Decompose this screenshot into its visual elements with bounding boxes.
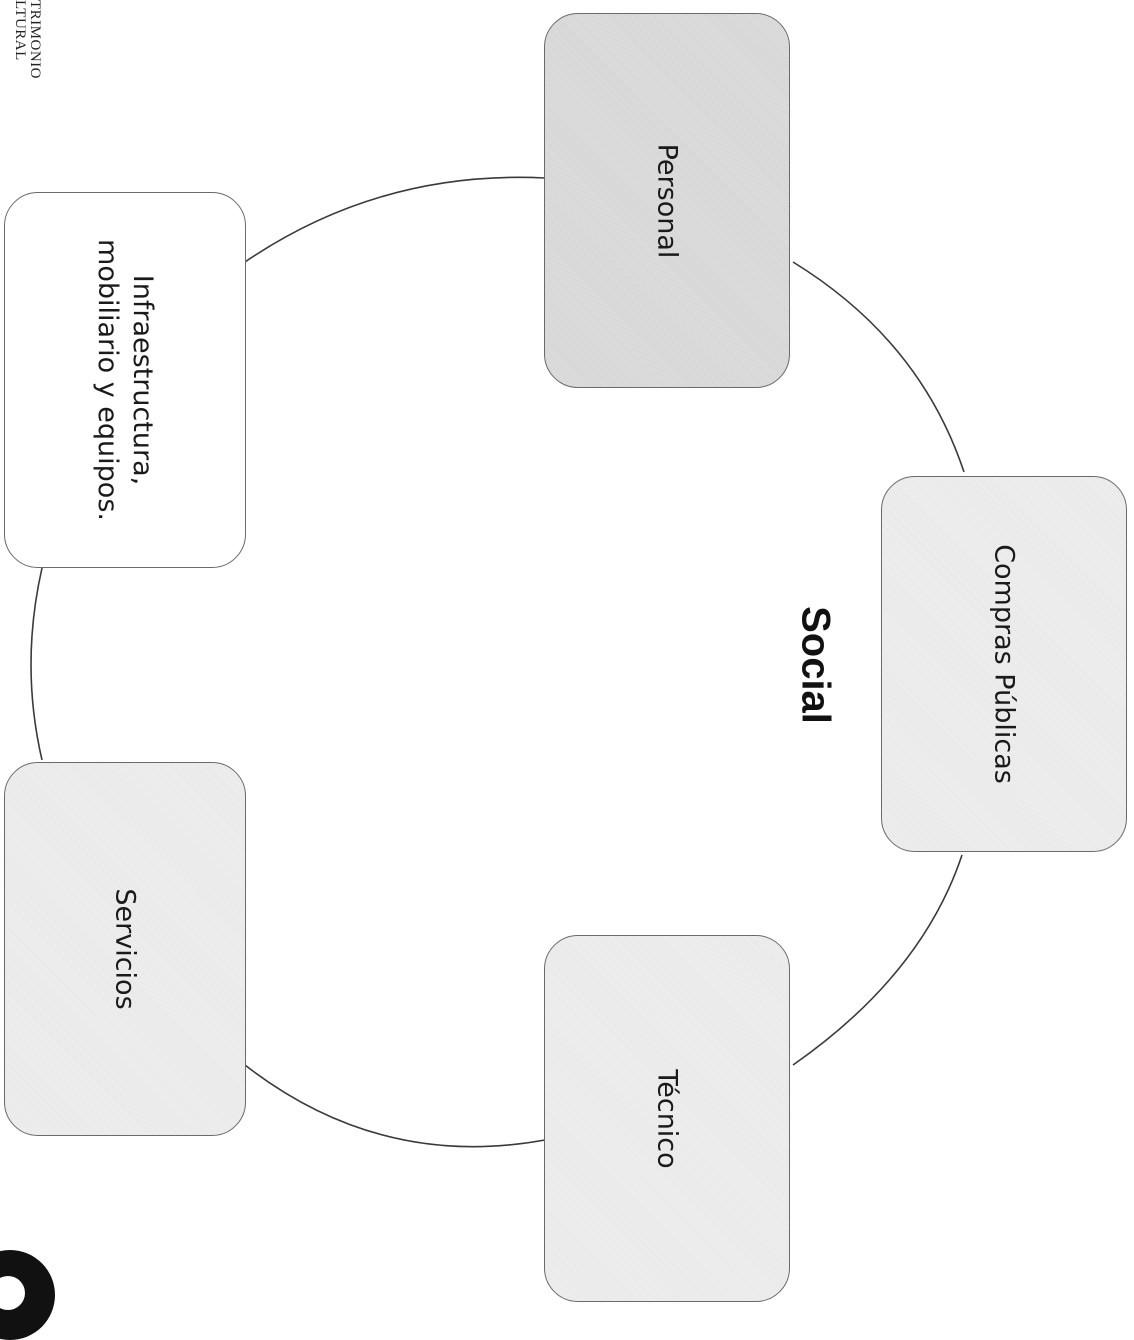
connector-personal-compras xyxy=(792,261,965,473)
node-personal-label: Personal xyxy=(651,143,683,258)
connector-infraestructura-personal xyxy=(244,176,546,263)
connector-servicios-infraestructura xyxy=(30,567,43,761)
node-infraestructura: Infraestructura, mobiliario y equipos. xyxy=(4,192,246,568)
connector-tecnico-servicios xyxy=(244,1064,546,1148)
cycle-connectors xyxy=(30,176,965,1148)
node-servicios: Servicios xyxy=(4,762,246,1136)
node-infraestructura-label: Infraestructura, mobiliario y equipos. xyxy=(92,239,158,521)
node-compras-publicas-label: Compras Públicas xyxy=(988,544,1020,784)
node-compras-publicas: Compras Públicas xyxy=(881,476,1127,852)
center-title: Social xyxy=(793,606,838,724)
node-servicios-label: Servicios xyxy=(109,888,141,1010)
connector-compras-tecnico xyxy=(792,854,963,1066)
node-personal: Personal xyxy=(544,13,790,388)
header-institution-text: TRIMONIO LTURAL xyxy=(12,0,43,79)
node-tecnico-label: Técnico xyxy=(651,1068,683,1169)
node-tecnico: Técnico xyxy=(544,935,790,1302)
